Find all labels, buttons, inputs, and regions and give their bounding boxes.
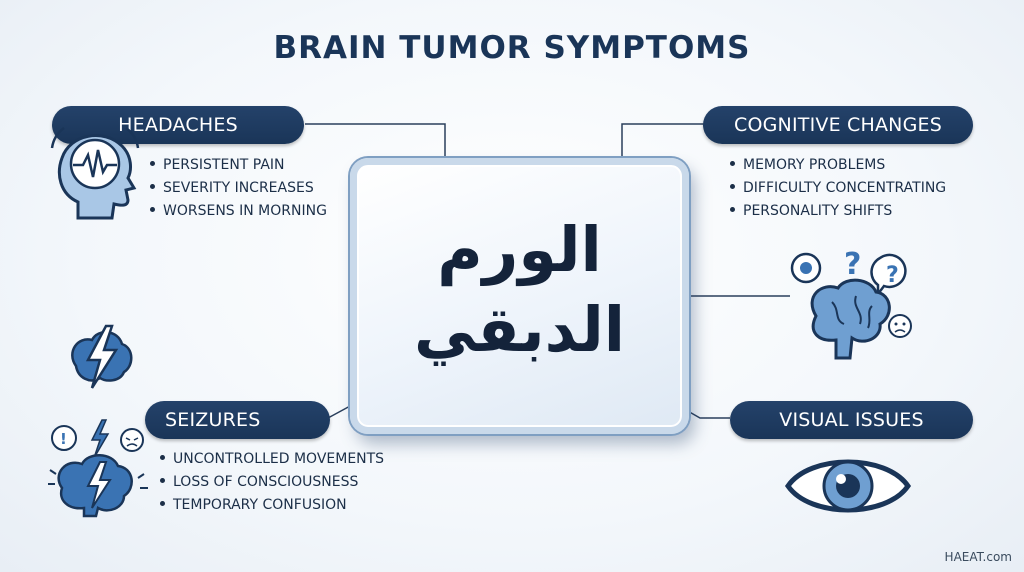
center-title-line-2: الدبقي [414, 293, 625, 366]
list-item: SEVERITY INCREASES [150, 177, 327, 200]
page-title: BRAIN TUMOR SYMPTOMS [273, 30, 751, 66]
visual-issues-label: VISUAL ISSUES [730, 401, 973, 439]
brain-questions-icon: ? ? [790, 247, 912, 360]
connector-seizures [327, 404, 353, 419]
lightning-brain-icon [71, 324, 133, 389]
list-item: MEMORY PROBLEMS [730, 154, 946, 177]
headaches-list: PERSISTENT PAIN SEVERITY INCREASES WORSE… [150, 154, 327, 223]
connector-cognitive [621, 123, 705, 166]
seizures-list: UNCONTROLLED MOVEMENTS LOSS OF CONSCIOUS… [160, 448, 384, 517]
list-item: TEMPORARY CONFUSION [160, 494, 384, 517]
list-item: PERSONALITY SHIFTS [730, 200, 946, 223]
connector-headaches [305, 123, 446, 158]
list-item: PERSISTENT PAIN [150, 154, 327, 177]
list-item: DIFFICULTY CONCENTRATING [730, 177, 946, 200]
watermark: HAEAT.com [944, 550, 1012, 564]
head-pulse-icon [50, 126, 140, 220]
cognitive-changes-list: MEMORY PROBLEMS DIFFICULTY CONCENTRATING… [730, 154, 946, 223]
svg-text:?: ? [844, 247, 861, 282]
list-item: UNCONTROLLED MOVEMENTS [160, 448, 384, 471]
center-panel: الورم الدبقي [350, 158, 689, 434]
svg-text:!: ! [60, 430, 67, 448]
list-item: LOSS OF CONSCIOUSNESS [160, 471, 384, 494]
cognitive-changes-label: COGNITIVE CHANGES [703, 106, 973, 144]
list-item: WORSENS IN MORNING [150, 200, 327, 223]
seizures-label: SEIZURES [145, 401, 330, 439]
center-title-line-1: الورم [437, 213, 602, 286]
brain-seizure-icon: ! [48, 419, 148, 518]
svg-text:?: ? [886, 263, 899, 288]
eye-icon [784, 459, 912, 513]
